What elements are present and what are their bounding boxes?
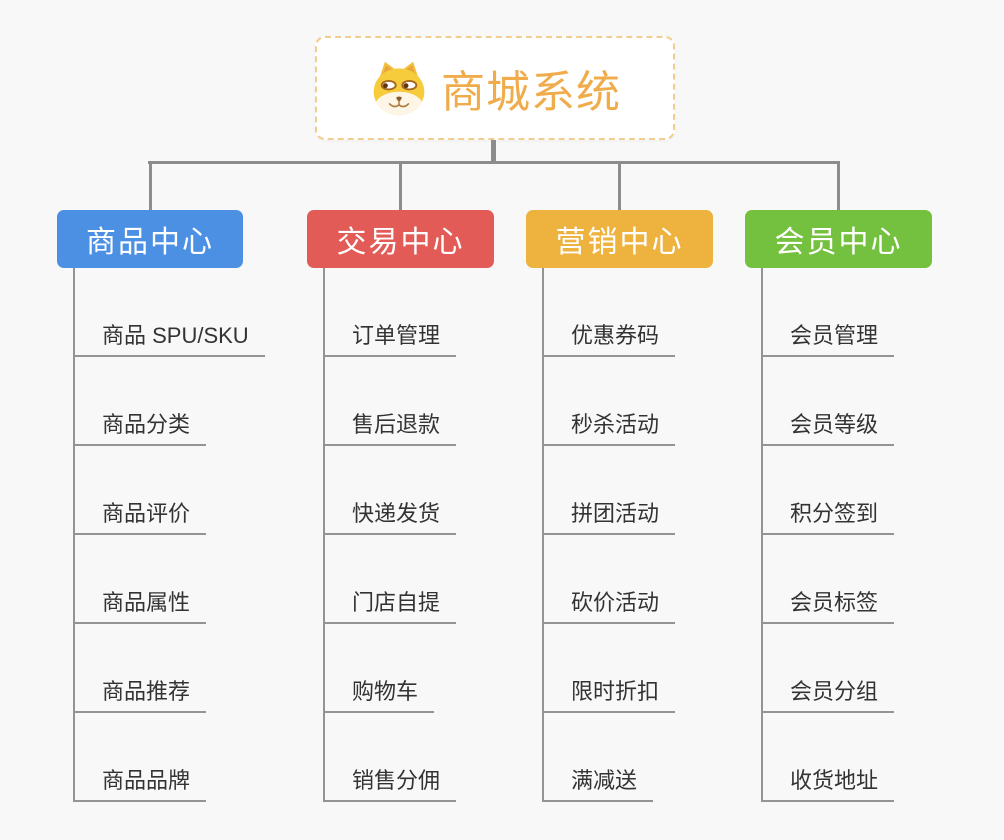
item-label: 商品推荐 (102, 679, 191, 704)
mindmap-item[interactable]: 商品分类 (75, 357, 207, 446)
branch-header-member-center[interactable]: 会员中心 (745, 210, 932, 268)
connector-root-stub (491, 140, 496, 163)
item-label: 会员分组 (790, 679, 879, 704)
mindmap-item[interactable]: 门店自提 (325, 535, 457, 624)
item-label: 会员管理 (790, 323, 879, 348)
item-label: 销售分佣 (352, 768, 441, 793)
item-label: 积分签到 (790, 501, 879, 526)
connector-drop-product (149, 161, 152, 210)
mindmap-item[interactable]: 会员等级 (763, 357, 895, 446)
mindmap-item[interactable]: 收货地址 (763, 713, 895, 802)
item-label: 限时折扣 (571, 679, 660, 704)
connector-drop-trade (399, 161, 402, 210)
item-label: 订单管理 (352, 323, 441, 348)
branch-items-marketing-center: 优惠券码 秒杀活动 拼团活动 砍价活动 限时折扣 满减送 (542, 268, 676, 802)
mindmap-item[interactable]: 快递发货 (325, 446, 457, 535)
branch-member-center: 会员中心 会员管理 会员等级 积分签到 会员标签 会员分组 收货地址 (745, 210, 932, 802)
branch-items-trade-center: 订单管理 售后退款 快递发货 门店自提 购物车 销售分佣 (323, 268, 457, 802)
branch-marketing-center: 营销中心 优惠券码 秒杀活动 拼团活动 砍价活动 限时折扣 满减送 (526, 210, 713, 802)
item-label: 收货地址 (790, 768, 879, 793)
branch-header-trade-center[interactable]: 交易中心 (307, 210, 494, 268)
item-label: 拼团活动 (571, 501, 660, 526)
mindmap-item[interactable]: 秒杀活动 (544, 357, 676, 446)
mindmap-item[interactable]: 订单管理 (325, 268, 457, 357)
branch-header-product-center[interactable]: 商品中心 (57, 210, 243, 268)
item-label: 门店自提 (352, 590, 441, 615)
mindmap-item[interactable]: 商品推荐 (75, 624, 207, 713)
item-label: 满减送 (571, 768, 638, 793)
mindmap-item[interactable]: 会员标签 (763, 535, 895, 624)
mindmap-item[interactable]: 会员管理 (763, 268, 895, 357)
item-label: 快递发货 (352, 501, 441, 526)
mindmap-item[interactable]: 售后退款 (325, 357, 457, 446)
mindmap-item[interactable]: 商品 SPU/SKU (75, 268, 265, 357)
root-title: 商城系统 (441, 68, 621, 117)
item-label: 会员等级 (790, 412, 879, 437)
item-label: 优惠券码 (571, 323, 660, 348)
mindmap-item[interactable]: 满减送 (544, 713, 654, 802)
item-label: 购物车 (352, 679, 419, 704)
item-label: 商品 SPU/SKU (102, 323, 249, 348)
item-label: 商品评价 (102, 501, 191, 526)
branch-trade-center: 交易中心 订单管理 售后退款 快递发货 门店自提 购物车 销售分佣 (307, 210, 494, 802)
branch-items-member-center: 会员管理 会员等级 积分签到 会员标签 会员分组 收货地址 (761, 268, 895, 802)
branch-header-marketing-center[interactable]: 营销中心 (526, 210, 713, 268)
mindmap-item[interactable]: 商品属性 (75, 535, 207, 624)
mindmap-item[interactable]: 积分签到 (763, 446, 895, 535)
item-label: 砍价活动 (571, 590, 660, 615)
mindmap-item[interactable]: 优惠券码 (544, 268, 676, 357)
mindmap-item[interactable]: 商品品牌 (75, 713, 207, 802)
item-label: 会员标签 (790, 590, 879, 615)
item-label: 商品分类 (102, 412, 191, 437)
item-label: 售后退款 (352, 412, 441, 437)
connector-horizontal (148, 161, 839, 164)
root-node[interactable]: 商城系统 (315, 36, 675, 140)
branch-product-center: 商品中心 商品 SPU/SKU 商品分类 商品评价 商品属性 商品推荐 商品品牌 (57, 210, 265, 802)
mindmap-item[interactable]: 拼团活动 (544, 446, 676, 535)
mindmap-item[interactable]: 限时折扣 (544, 624, 676, 713)
item-label: 商品属性 (102, 590, 191, 615)
mindmap-item[interactable]: 购物车 (325, 624, 435, 713)
connector-drop-marketing (618, 161, 621, 210)
mindmap-item[interactable]: 会员分组 (763, 624, 895, 713)
item-label: 商品品牌 (102, 768, 191, 793)
mindmap-item[interactable]: 砍价活动 (544, 535, 676, 624)
doge-face-icon (369, 58, 429, 118)
mindmap-item[interactable]: 商品评价 (75, 446, 207, 535)
item-label: 秒杀活动 (571, 412, 660, 437)
connector-drop-member (837, 161, 840, 210)
mindmap-item[interactable]: 销售分佣 (325, 713, 457, 802)
branch-items-product-center: 商品 SPU/SKU 商品分类 商品评价 商品属性 商品推荐 商品品牌 (73, 268, 265, 802)
